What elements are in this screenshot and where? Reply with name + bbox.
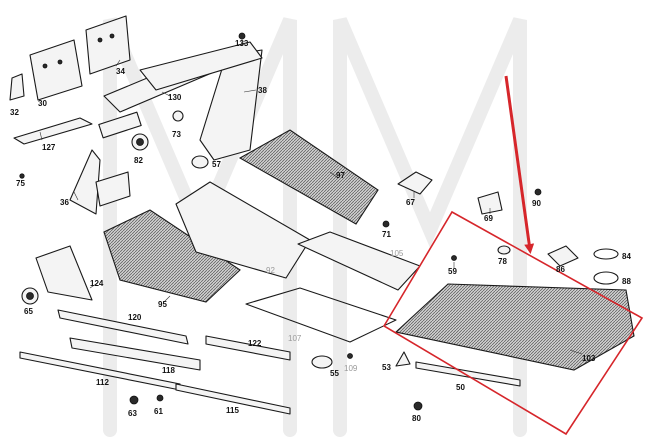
insulation-107 bbox=[245, 287, 397, 343]
leader-lines bbox=[39, 38, 583, 355]
bracket-67 bbox=[397, 171, 433, 195]
grommet-55 bbox=[311, 355, 333, 369]
label-38: 38 bbox=[258, 86, 267, 95]
label-61: 61 bbox=[154, 407, 163, 416]
sill-120 bbox=[57, 309, 189, 345]
label-133: 133 bbox=[235, 39, 249, 48]
label-32: 32 bbox=[10, 108, 19, 117]
label-34: 34 bbox=[116, 67, 125, 76]
tunnel-92 bbox=[175, 181, 311, 279]
side-panel-124 bbox=[35, 245, 93, 301]
label-75: 75 bbox=[16, 179, 25, 188]
ring-84 bbox=[593, 248, 619, 260]
label-78: 78 bbox=[498, 257, 507, 266]
door-panel-32 bbox=[9, 73, 25, 101]
clip-61 bbox=[156, 394, 164, 402]
clip-109 bbox=[347, 353, 353, 359]
kick-pad-36b bbox=[95, 171, 131, 207]
label-55: 55 bbox=[330, 369, 339, 378]
clip-63 bbox=[129, 395, 139, 405]
label-63: 63 bbox=[128, 409, 137, 418]
label-90: 90 bbox=[532, 199, 541, 208]
kick-panel-36 bbox=[69, 149, 101, 215]
label-59: 59 bbox=[448, 267, 457, 276]
label-30: 30 bbox=[38, 99, 47, 108]
sill-118 bbox=[69, 337, 201, 371]
rear-mat-97 bbox=[238, 129, 379, 225]
label-92: 92 bbox=[266, 266, 275, 275]
fastener-90 bbox=[534, 188, 542, 196]
label-122: 122 bbox=[248, 339, 262, 348]
door-panel-group bbox=[9, 15, 215, 145]
label-127: 127 bbox=[42, 143, 56, 152]
label-57: 57 bbox=[212, 160, 221, 169]
red-arrow-icon bbox=[504, 75, 535, 254]
clip-80 bbox=[413, 401, 423, 411]
front-mat-95 bbox=[103, 209, 241, 303]
label-97: 97 bbox=[336, 171, 345, 180]
label-67: 67 bbox=[406, 198, 415, 207]
trunk-mat-103 bbox=[394, 283, 635, 371]
label-50: 50 bbox=[456, 383, 465, 392]
label-112: 112 bbox=[96, 378, 109, 387]
label-53: 53 bbox=[382, 363, 391, 372]
label-118: 118 bbox=[162, 366, 175, 375]
label-109: 109 bbox=[344, 364, 358, 373]
label-86: 86 bbox=[556, 265, 565, 274]
tunnel-cover-upper bbox=[139, 41, 263, 91]
label-130: 130 bbox=[168, 93, 182, 102]
cup-69 bbox=[477, 191, 503, 215]
clip-73 bbox=[172, 110, 184, 122]
label-65: 65 bbox=[24, 307, 33, 316]
label-84: 84 bbox=[622, 252, 631, 261]
label-105: 105 bbox=[390, 249, 404, 258]
ring-88 bbox=[593, 271, 619, 285]
trim-strip-50 bbox=[415, 361, 521, 387]
label-69: 69 bbox=[484, 214, 493, 223]
sill-115 bbox=[175, 383, 291, 415]
part-labels: 133 34 32 30 130 38 127 73 82 57 75 36 9… bbox=[10, 39, 631, 423]
door-panel-34 bbox=[85, 15, 131, 75]
pad-127b bbox=[98, 111, 142, 139]
label-71: 71 bbox=[382, 230, 391, 239]
label-36: 36 bbox=[60, 198, 69, 207]
rubber-stop-53 bbox=[395, 351, 411, 367]
label-124: 124 bbox=[90, 279, 104, 288]
fastener-71 bbox=[382, 220, 390, 228]
door-panel-30 bbox=[29, 39, 83, 101]
pad-78 bbox=[497, 245, 511, 255]
label-73: 73 bbox=[172, 130, 181, 139]
label-115: 115 bbox=[226, 406, 239, 415]
label-82: 82 bbox=[134, 156, 143, 165]
fastener-75 bbox=[19, 173, 25, 179]
label-88: 88 bbox=[622, 277, 631, 286]
sill-122 bbox=[205, 335, 291, 361]
floor-panel-105 bbox=[297, 231, 421, 291]
grommet-86 bbox=[547, 245, 579, 267]
sill-strip-127 bbox=[13, 117, 93, 145]
label-120: 120 bbox=[128, 313, 142, 322]
label-95: 95 bbox=[158, 300, 167, 309]
fastener-59 bbox=[451, 255, 457, 261]
label-107: 107 bbox=[288, 334, 302, 343]
label-80: 80 bbox=[412, 414, 421, 423]
label-103: 103 bbox=[582, 354, 596, 363]
plug-57 bbox=[191, 155, 209, 169]
highlight-box bbox=[382, 210, 644, 436]
